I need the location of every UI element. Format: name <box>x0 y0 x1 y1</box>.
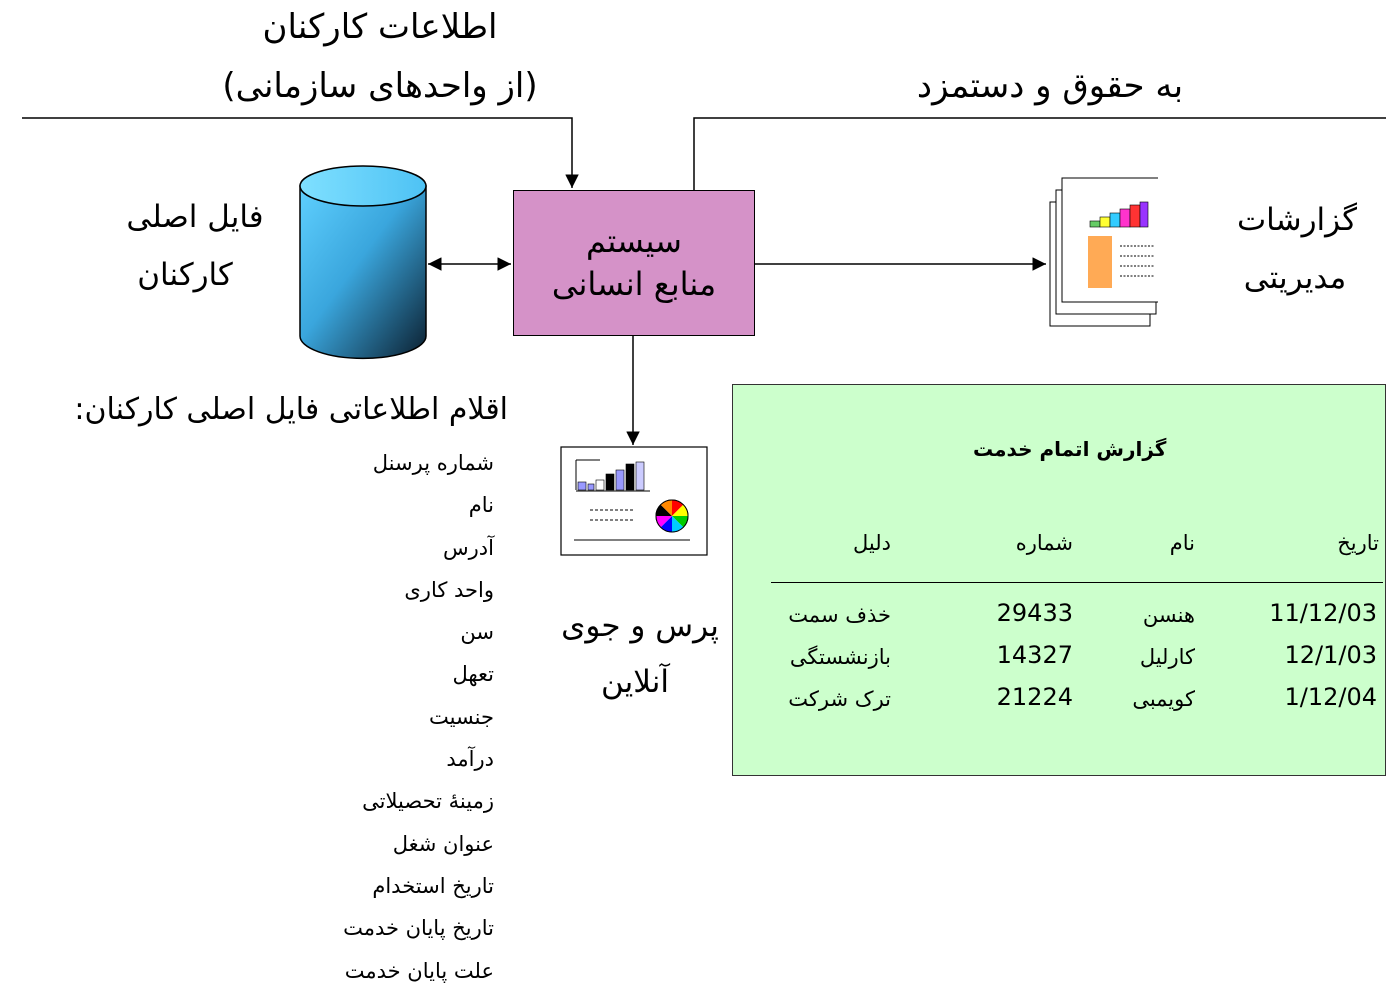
header-date: تاریخ <box>1337 531 1379 555</box>
list-item: تعهل <box>452 662 494 687</box>
employee-info-label: اطلاعات کارکنان <box>262 7 498 47</box>
list-item: شماره پرسنل <box>372 451 494 475</box>
report-stack-icon <box>1049 177 1158 327</box>
hr-system-label: سیستم <box>586 221 682 260</box>
list-item: درآمد <box>446 747 494 772</box>
table-cell-name: کارلیل <box>1139 645 1195 669</box>
table-cell-reason: بازنشستگی <box>789 645 891 669</box>
list-item: آدرس <box>443 535 494 560</box>
database-cylinder-icon <box>299 165 427 360</box>
reports-label: گزارشات <box>1236 202 1358 238</box>
table-cell-number: 14327 <box>996 641 1073 669</box>
online-query-label-2: آنلاین <box>601 664 669 700</box>
master-file-label-2: کارکنان <box>137 257 233 293</box>
table-cell-reason: ترک شرکت <box>788 687 891 711</box>
table-cell-name: کویمبی <box>1132 687 1195 711</box>
employee-info-source-label: (از واحدهای سازمانی) <box>222 66 538 106</box>
list-item: زمینۀ تحصیلاتی <box>362 789 494 814</box>
online-query-label: پرس و جوی <box>561 608 719 644</box>
list-item: علت پایان خدمت <box>344 958 494 983</box>
fields-title: اقلام اطلاعاتی فایل اصلی کارکنان: <box>74 392 508 427</box>
table-cell-date: 1/12/04 <box>1284 683 1377 711</box>
table-cell-number: 21224 <box>996 683 1073 711</box>
list-item: تاریخ استخدام <box>372 873 494 898</box>
master-file-label: فایل اصلی <box>126 199 264 235</box>
hr-system-box: سیستم منابع انسانی <box>513 190 755 336</box>
table-cell-date: 11/12/03 <box>1269 599 1377 627</box>
table-cell-reason: خذف سمت <box>788 603 891 627</box>
query-document-icon <box>560 446 708 556</box>
payroll-label: به حقوق و دستمزد <box>916 66 1184 106</box>
table-cell-date: 12/1/03 <box>1284 641 1377 669</box>
header-name: نام <box>1169 531 1195 555</box>
list-item: نام <box>468 493 494 518</box>
header-reason: دلیل <box>853 531 891 555</box>
list-item: سن <box>460 620 494 645</box>
payroll-line <box>693 117 1386 190</box>
fields-list: شماره پرسنل نام آدرس واحد کاری سن تعهل ج… <box>174 442 494 992</box>
employee-info-arrow <box>22 117 579 188</box>
list-item: واحد کاری <box>404 577 494 602</box>
report-title: گزارش اتمام خدمت <box>973 437 1167 461</box>
table-cell-name: هنسن <box>1142 603 1195 627</box>
termination-report-panel: گزارش اتمام خدمت تاریخ نام شماره دلیل 11… <box>732 384 1386 776</box>
list-item: عنوان شغل <box>392 831 494 856</box>
hr-system-label-2: منابع انسانی <box>551 265 717 303</box>
table-cell-number: 29433 <box>996 599 1073 627</box>
header-number: شماره <box>1015 531 1073 555</box>
list-item: جنسیت <box>428 704 494 729</box>
reports-label-2: مدیریتی <box>1243 260 1347 296</box>
header-divider <box>771 582 1383 583</box>
list-item: تاریخ پایان خدمت <box>343 916 494 941</box>
